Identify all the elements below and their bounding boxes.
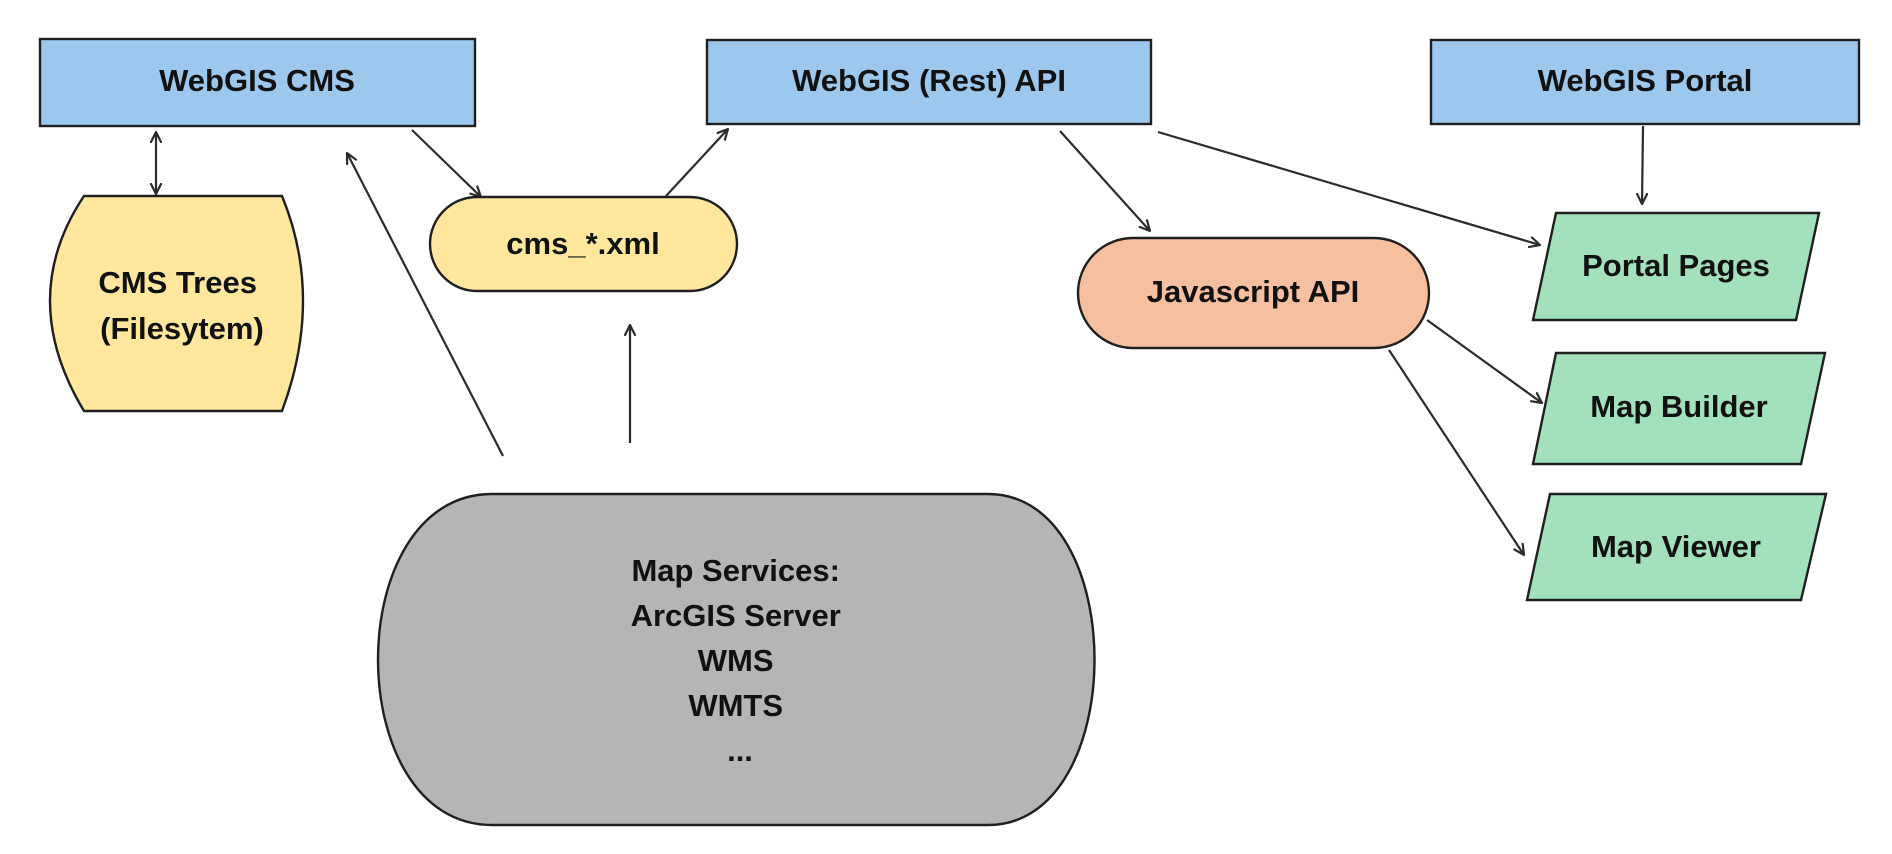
webgis-portal-box bbox=[1429, 38, 1861, 126]
cms-trees-shape bbox=[48, 194, 305, 413]
webgis-rest-api-label: WebGIS (Rest) API bbox=[792, 63, 1066, 98]
map-services-line: WMTS bbox=[688, 688, 783, 723]
cms-trees-line: CMS Trees bbox=[98, 265, 257, 300]
node-javascript-api: Javascript API bbox=[1076, 236, 1431, 350]
edge-js-api-to-map-builder bbox=[1426, 319, 1542, 403]
map-services-shape bbox=[376, 492, 1096, 827]
webgis-portal-label: WebGIS Portal bbox=[1538, 63, 1753, 98]
edge-cms-to-xml bbox=[411, 129, 481, 197]
edge-services-to-cms bbox=[347, 153, 504, 457]
node-webgis-cms: WebGIS CMS bbox=[38, 37, 477, 128]
cms-xml-label: cms_*.xml bbox=[506, 226, 659, 261]
cms-trees-line: (Filesytem) bbox=[100, 311, 264, 346]
node-map-services: Map Services: ArcGIS Server WMS WMTS ... bbox=[376, 492, 1096, 827]
node-webgis-portal: WebGIS Portal bbox=[1429, 38, 1861, 126]
node-portal-pages: Portal Pages bbox=[1531, 211, 1821, 322]
javascript-api-shape bbox=[1076, 236, 1431, 350]
edge-rest-api-to-portal-pages bbox=[1157, 130, 1540, 245]
node-cms-xml: cms_*.xml bbox=[428, 195, 739, 293]
edge-xml-to-rest-api bbox=[665, 129, 728, 197]
portal-pages-label: Portal Pages bbox=[1582, 248, 1770, 283]
edge-portal-to-portal-pages bbox=[1642, 125, 1643, 204]
map-builder-label: Map Builder bbox=[1590, 389, 1767, 424]
cms-xml-shape bbox=[428, 195, 739, 293]
map-services-line: ArcGIS Server bbox=[631, 598, 841, 633]
node-webgis-rest-api: WebGIS (Rest) API bbox=[705, 38, 1153, 126]
edge-rest-api-to-js-api bbox=[1059, 130, 1150, 231]
node-cms-trees: CMS Trees (Filesytem) bbox=[48, 194, 305, 413]
webgis-cms-label: WebGIS CMS bbox=[159, 63, 355, 98]
node-map-viewer: Map Viewer bbox=[1525, 492, 1828, 602]
node-map-builder: Map Builder bbox=[1531, 351, 1827, 466]
portal-pages-shape bbox=[1531, 211, 1821, 322]
edge-js-api-to-map-viewer bbox=[1388, 349, 1524, 555]
map-viewer-shape bbox=[1525, 492, 1828, 602]
map-builder-shape bbox=[1531, 351, 1827, 466]
map-services-label: Map Services: ArcGIS Server WMS WMTS ... bbox=[631, 553, 850, 768]
map-services-line: WMS bbox=[698, 643, 774, 678]
javascript-api-label: Javascript API bbox=[1147, 274, 1360, 309]
webgis-cms-box bbox=[38, 37, 477, 128]
map-viewer-label: Map Viewer bbox=[1591, 529, 1761, 564]
map-services-line: ... bbox=[727, 733, 753, 768]
map-services-line: Map Services: bbox=[631, 553, 840, 588]
cms-trees-label: CMS Trees (Filesytem) bbox=[98, 265, 265, 346]
edges bbox=[156, 125, 1643, 555]
webgis-rest-api-box bbox=[705, 38, 1153, 126]
